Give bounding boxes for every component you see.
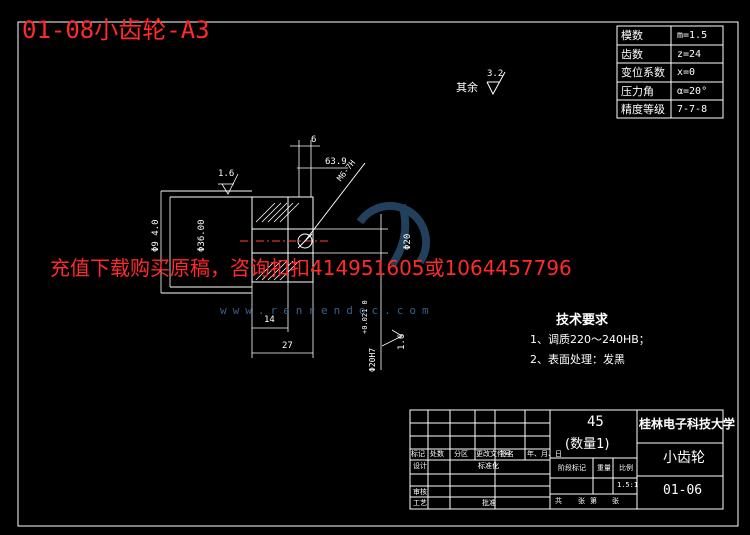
title-block-part-name: 小齿轮 [663,450,705,466]
title-block-drawing-no: 01-06 [663,483,703,498]
tb-check-label: 审核 [413,488,427,496]
dim-tol-label: Φ20H7 [368,347,377,372]
tb-row-label-5: 签名 [500,450,514,458]
title-block-scale: 1.5:1 [617,481,639,489]
section-hatch [255,202,300,281]
watermark-url: www.renrendoc.com [220,304,435,317]
title-block-material: 45 [587,414,604,430]
tb-row-label-4: 更改文件号 [476,450,511,458]
dimension-lines [160,140,403,370]
param-label-teeth: 齿数 [621,48,643,61]
title-block-university: 桂林电子科技大学 [639,417,736,431]
tb-row-label-1: 标记 [411,450,425,458]
param-label-shift: 变位系数 [621,66,665,79]
param-label-module: 模数 [621,29,643,42]
tech-requirement-item-1: 1、调质220～240HB； [530,333,650,346]
param-value-module: m=1.5 [677,30,708,41]
tb-row-label-3: 分区 [454,450,468,458]
tech-requirements-heading: 技术要求 [556,313,609,328]
watermark-logo [356,201,431,268]
roughness-rest-value: 3.2 [487,69,504,79]
dim-length-27: 27 [282,341,293,351]
param-value-pressure-angle: α=20° [677,86,708,97]
tb-approve-label: 批准 [482,499,496,507]
tb-process-label: 工艺 [413,499,427,507]
tb-stage-label: 阶段标记 [558,464,586,472]
part-outline [161,162,366,294]
tb-sheet-total: 共 [555,497,562,505]
param-value-precision: 7-7-8 [677,104,708,115]
tb-ratio-label: 比例 [619,464,633,472]
drawing-title: 01-08小齿轮-A3 [22,16,210,44]
param-label-precision: 精度等级 [621,103,665,116]
title-block-quantity: (数量1) [565,437,610,452]
tb-sheet-unit-1: 张 [578,497,585,505]
sheet-border [17,21,739,527]
dim-bore-depth: 63.9 [325,157,347,167]
dim-roughness-right: 1.6 [397,333,407,350]
title-block [409,409,724,510]
param-value-shift: x=0 [677,67,696,78]
tech-requirement-item-2: 2、表面处理：发黑 [530,353,625,366]
dim-dia-tip: Φ9 4.0 [151,219,161,252]
dim-dia-outer: Φ36.00 [197,219,207,252]
dim-roughness-left: 1.6 [218,169,235,179]
tb-row-label-2: 处数 [430,450,444,458]
param-value-teeth: z=24 [677,49,702,60]
tb-row-label-6: 年、月、日 [527,450,562,458]
params-table [616,25,724,119]
roughness-rest-label: 其余 [456,81,478,94]
tb-weight-label: 重量 [597,464,611,472]
roughness-symbol-rest [486,71,506,96]
tb-sheet-unit-2: 张 [612,497,619,505]
dim-hub-width: 6 [311,135,317,145]
purchase-notice: 充值下载购买原稿，咨询扣扣414951605或1064457796 [50,256,572,280]
tb-sheet-no: 第 [590,497,597,505]
dim-dia-bore: Φ20 [403,233,413,250]
tb-standard-label: 标准化 [478,462,499,470]
tb-design-label: 设计 [413,462,427,470]
dim-length-14: 14 [264,315,275,325]
param-label-pressure-angle: 压力角 [621,85,654,98]
